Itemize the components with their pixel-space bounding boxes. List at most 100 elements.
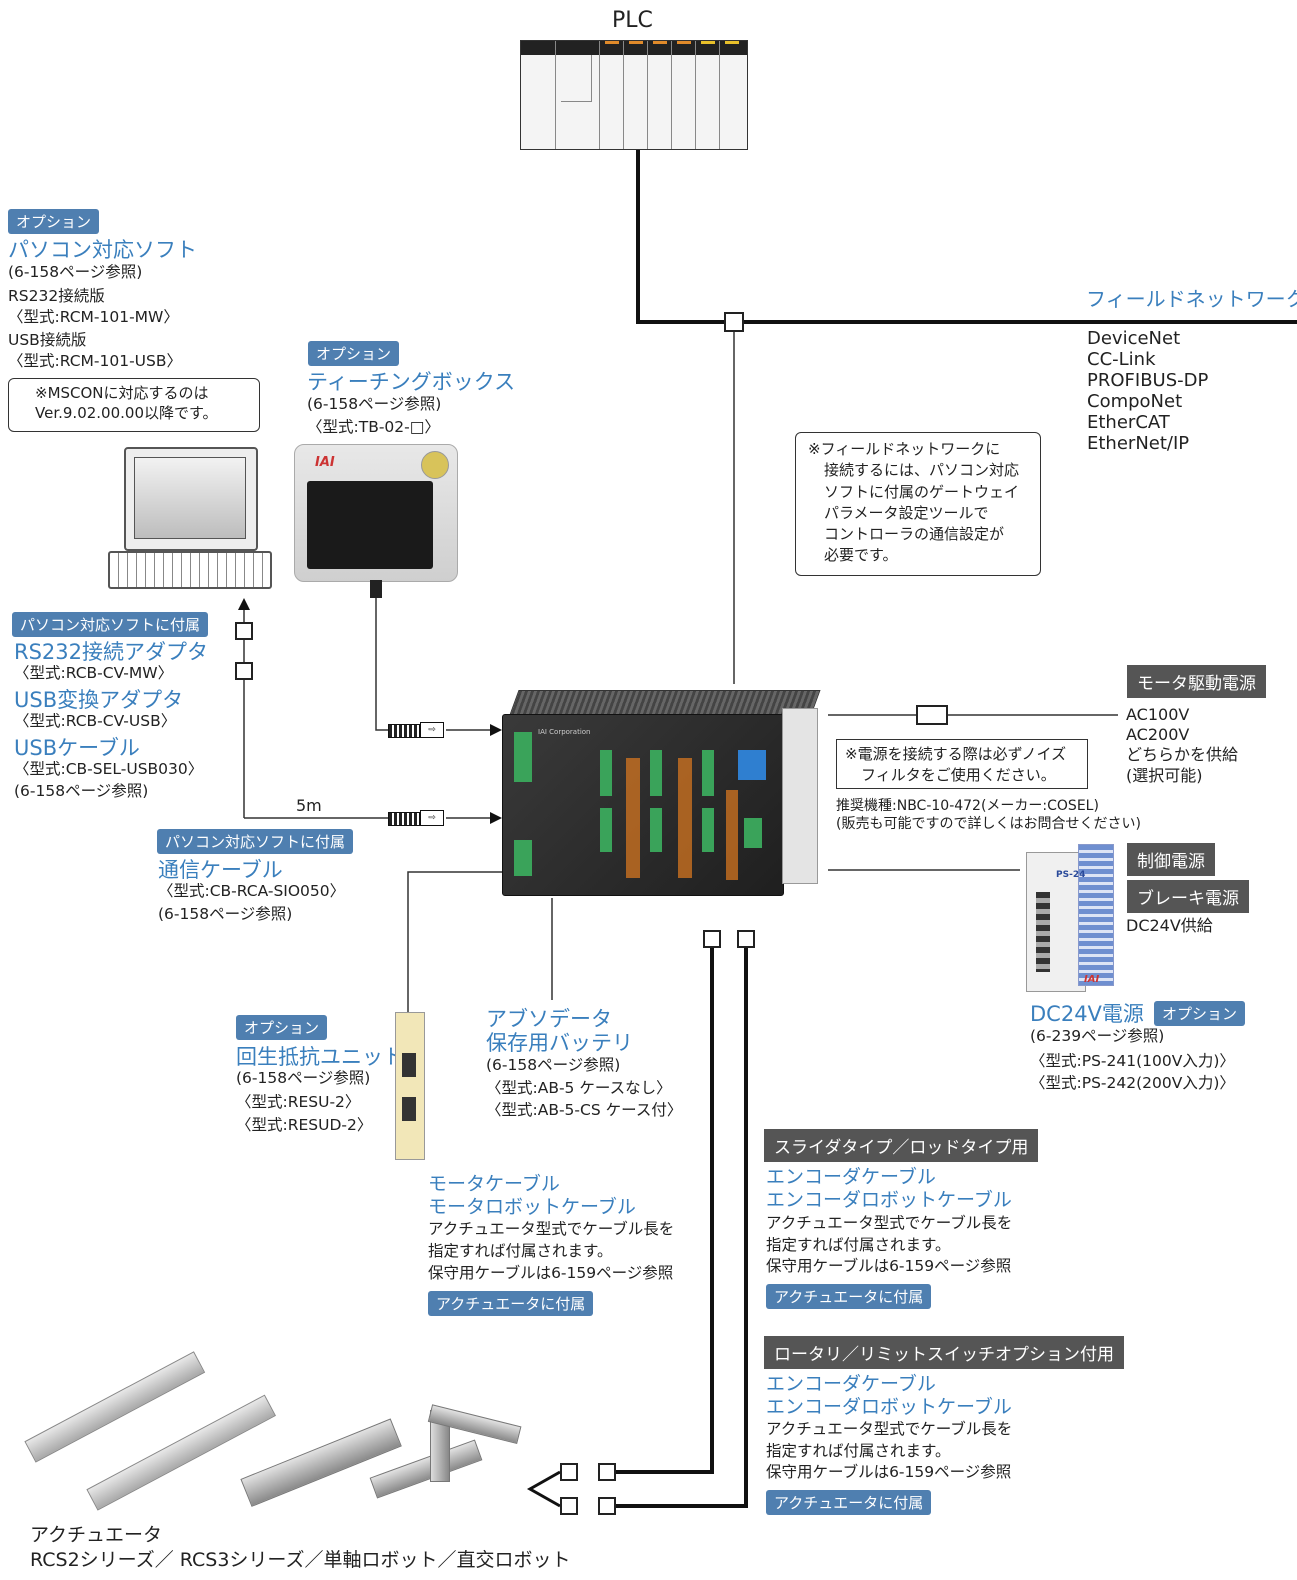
motor-power-badge: モータ駆動電源 [1127,665,1266,698]
ps-brand-logo: IAI [1084,974,1100,985]
battery-title-1: アブソデータ [486,1007,612,1031]
controller-image: IAI Corporation [502,690,822,902]
dc24v-supply: DC24V供給 [1126,916,1213,935]
regen-title: 回生抵抗ユニット [236,1045,404,1069]
pcsoft-usb: USB接続版 [8,331,87,349]
battery-model-2: 〈型式:AB-5-CS ケース付〉 [486,1101,683,1119]
fieldnet-title: フィールドネットワーク [1086,287,1297,311]
motor-cable-badge: アクチュエータに付属 [428,1291,594,1316]
comm-cable-model: 〈型式:CB-RCA-SIO050〉 [158,882,346,900]
pc-arrow-head [238,598,250,610]
brake-power-badge: ブレーキ電源 [1127,880,1249,913]
teach-cable-line [375,598,388,731]
encoder1-desc-2: 指定すれば付属されます。 [766,1236,951,1254]
control-power-badge: 制御電源 [1127,843,1215,876]
noise-filter-recommended: 推奨機種:NBC-10-472(メーカー:COSEL) [836,798,1099,814]
dc24v-model-200v: 〈型式:PS-242(200V入力)〉 [1030,1074,1235,1092]
comm-cable-length: 5m [296,796,322,815]
encoder-cable-connector [737,930,755,948]
encoder1-desc-3: 保守用ケーブルは6-159ページ参照 [766,1257,1012,1275]
ps-label: PS-24 [1056,870,1086,880]
encoder2-desc-1: アクチュエータ型式でケーブル長を [766,1420,1013,1438]
dc24v-power-unit-image: PS-24 IAI [1026,844,1116,994]
motor-power-selectable: (選択可能) [1126,766,1203,785]
fieldnet-item-ethercat: EtherCAT [1087,412,1170,433]
fieldnet-item-devicenet: DeviceNet [1087,328,1181,349]
fieldnet-item-componet: CompoNet [1087,391,1183,412]
encoder2-desc-2: 指定すれば付属されます。 [766,1442,951,1460]
actuator-fork-line [526,1470,561,1508]
comm-cable-plug: ⇨ [388,810,446,826]
noise-filter-note: ※電源を接続する際は必ずノイズ フィルタをご使用ください。 [836,739,1088,789]
motor-cable-title-2: モータロボットケーブル [428,1196,636,1218]
teaching-box-image: IAI [294,444,458,582]
dc24v-option-badge: オプション [1154,1001,1246,1026]
actuator-title: アクチュエータ [30,1524,163,1546]
actuator-connector-2 [598,1463,616,1481]
encoder1-title-2: エンコーダロボットケーブル [766,1189,1012,1211]
dc24v-ref: (6-239ページ参照) [1030,1027,1165,1045]
adapters-ref: (6-158ページ参照) [14,782,149,800]
rs232-adapter-connector [235,622,253,640]
teach-cable-stub [370,580,382,598]
battery-ref: (6-158ページ参照) [486,1056,621,1074]
rs232-adapter-model: 〈型式:RCB-CV-MW〉 [14,664,174,682]
teach-ref: (6-158ページ参照) [307,395,442,413]
fieldnet-item-cclink: CC-Link [1087,349,1156,370]
encoder2-badge: アクチュエータに付属 [766,1490,932,1515]
battery-title-2: 保存用バッテリ [486,1031,633,1055]
teach-option-badge: オプション [308,341,400,366]
adapters-badge: パソコン対応ソフトに付属 [12,612,209,637]
actuator-connector-1 [560,1463,578,1481]
actuator-connector-4 [598,1497,616,1515]
motor-cable-title-1: モータケーブル [428,1173,560,1195]
pcsoft-rs232: RS232接続版 [8,287,105,305]
comm-cable-ref: (6-158ページ参照) [158,905,293,923]
rs232-adapter-title: RS232接続アダプタ [14,640,209,664]
pcsoft-ref: (6-158ページ参照) [8,263,143,281]
comm-cable-badge: パソコン対応ソフトに付属 [157,829,354,854]
usb-cable-model: 〈型式:CB-SEL-USB030〉 [14,760,204,778]
encoder2-title-2: エンコーダロボットケーブル [766,1396,1012,1418]
pcsoft-usb-model: 〈型式:RCM-101-USB〉 [8,352,183,370]
dc24v-model-100v: 〈型式:PS-241(100V入力)〉 [1030,1052,1235,1070]
regen-ref: (6-158ページ参照) [236,1069,371,1087]
encoder2-desc-3: 保守用ケーブルは6-159ページ参照 [766,1463,1012,1481]
fieldnet-item-profibus: PROFIBUS-DP [1087,370,1209,391]
controller-brand: IAI Corporation [538,728,591,736]
fieldnet-item-ethernetip: EtherNet/IP [1087,433,1190,454]
noise-filter-contact: (販売も可能ですので詳しくはお問合せください) [836,816,1141,832]
pcsoft-rs232-model: 〈型式:RCM-101-MW〉 [8,308,179,326]
plc-bus-line [636,148,1297,324]
regen-unit-image [395,1012,425,1160]
teach-cable-plug: ⇨ [388,722,446,738]
motor-cable-desc-2: 指定すれば付属されます。 [428,1242,613,1260]
comm-cable-title: 通信ケーブル [158,858,283,882]
motor-cable-line [616,948,714,1474]
usb-adapter-model: 〈型式:RCB-CV-USB〉 [14,712,177,730]
fieldnet-note: ※フィールドネットワークに 接続するには、パソコン対応 ソフトに付属のゲートウェ… [795,432,1041,576]
fieldnet-connector [724,312,744,332]
encoder1-badge: アクチュエータに付属 [766,1284,932,1309]
regen-model-1: 〈型式:RESU-2〉 [236,1093,361,1111]
teach-brand-logo: IAI [315,455,335,470]
encoder1-desc-1: アクチュエータ型式でケーブル長を [766,1214,1013,1232]
laptop-image [108,447,272,589]
motor-power-noise-filter [916,705,948,725]
encoder2-title-1: エンコーダケーブル [766,1373,936,1395]
teach-title: ティーチングボックス [307,370,516,394]
motor-power-either: どちらかを供給 [1126,745,1239,764]
usb-adapter-connector [235,662,253,680]
motor-cable-desc-3: 保守用ケーブルは6-159ページ参照 [428,1264,674,1282]
teach-model: 〈型式:TB-02-□〉 [307,418,440,436]
motor-power-ac100: AC100V [1126,705,1190,724]
usb-cable-title: USBケーブル [14,736,140,760]
motor-cable-desc-1: アクチュエータ型式でケーブル長を [428,1220,675,1238]
plc-unit [520,40,748,150]
regen-option-badge: オプション [236,1015,328,1040]
pcsoft-title: パソコン対応ソフト [8,238,197,262]
plc-title: PLC [612,8,653,33]
regen-cable-line [407,871,502,1012]
motor-power-ac200: AC200V [1126,725,1190,744]
